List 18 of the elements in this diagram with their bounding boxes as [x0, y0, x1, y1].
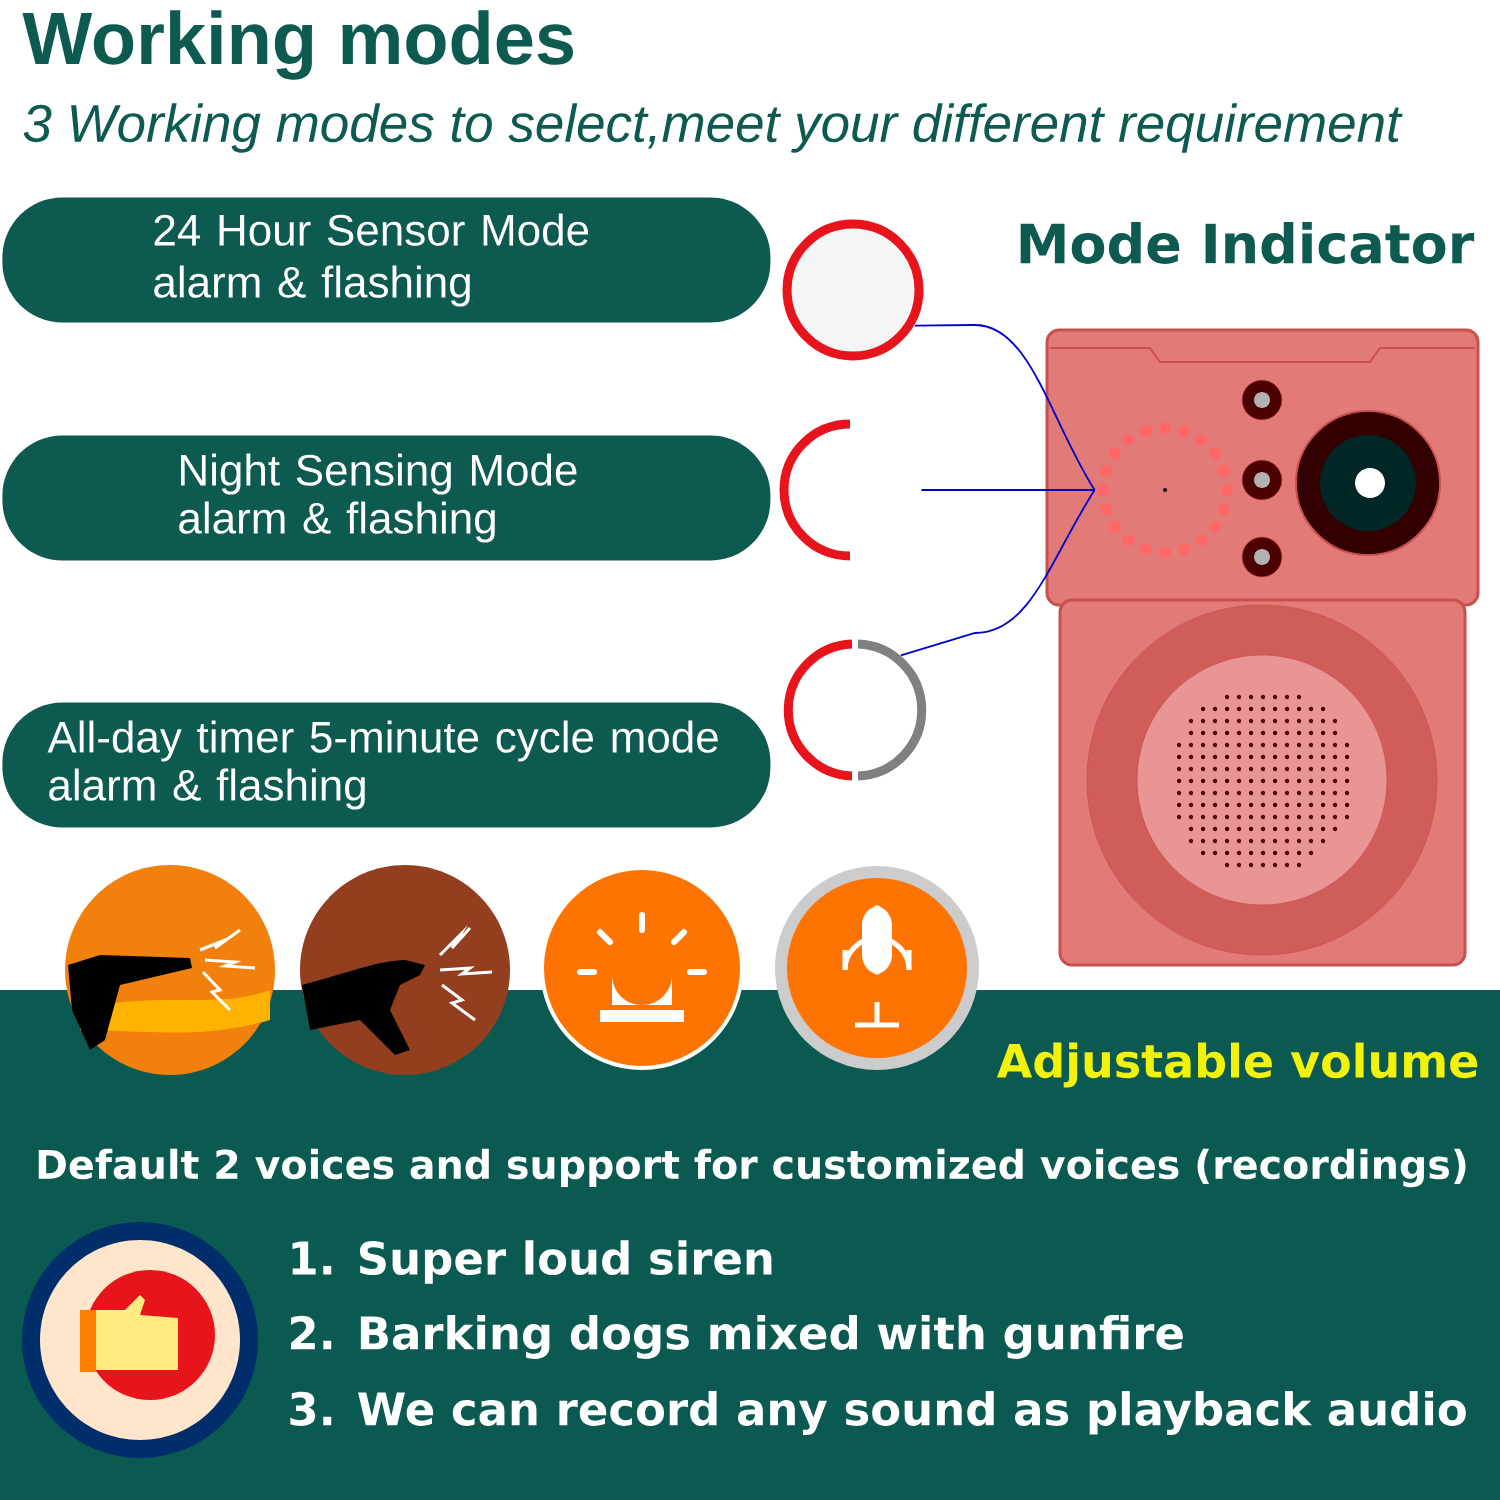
subtitle: 3 Working modes to select,meet your different requirement [23, 103, 1403, 153]
connector-line [913, 324, 1096, 491]
connector-line [920, 489, 1096, 491]
connector-line [900, 489, 1096, 657]
section-heading: Adjustable volume [996, 1042, 1478, 1088]
title: Working modes [22, 10, 574, 80]
section-heading: Mode Indicator [1020, 222, 1475, 264]
list-item: 2. Barking dogs mixed with gunfire [291, 1315, 1183, 1359]
mode-box: Night Sensing Mode alarm & flashing [2, 435, 771, 561]
mode-indicator-icon [782, 219, 924, 361]
mode-box: 24 Hour Sensor Mode alarm & flashing [2, 197, 771, 323]
list-item: 3. We can record any sound as playback audio [290, 1391, 1466, 1435]
led-ring [1097, 422, 1233, 558]
mode-indicator-icon [779, 419, 851, 561]
mode-indicator-icon [783, 639, 927, 781]
mode-box: All-day timer 5-minute cycle mode alarm & flashing [2, 702, 771, 828]
description-text: Default 2 voices and support for customized voices (recordings) [38, 1148, 1466, 1188]
list-item: 1. Super loud siren [292, 1240, 772, 1284]
